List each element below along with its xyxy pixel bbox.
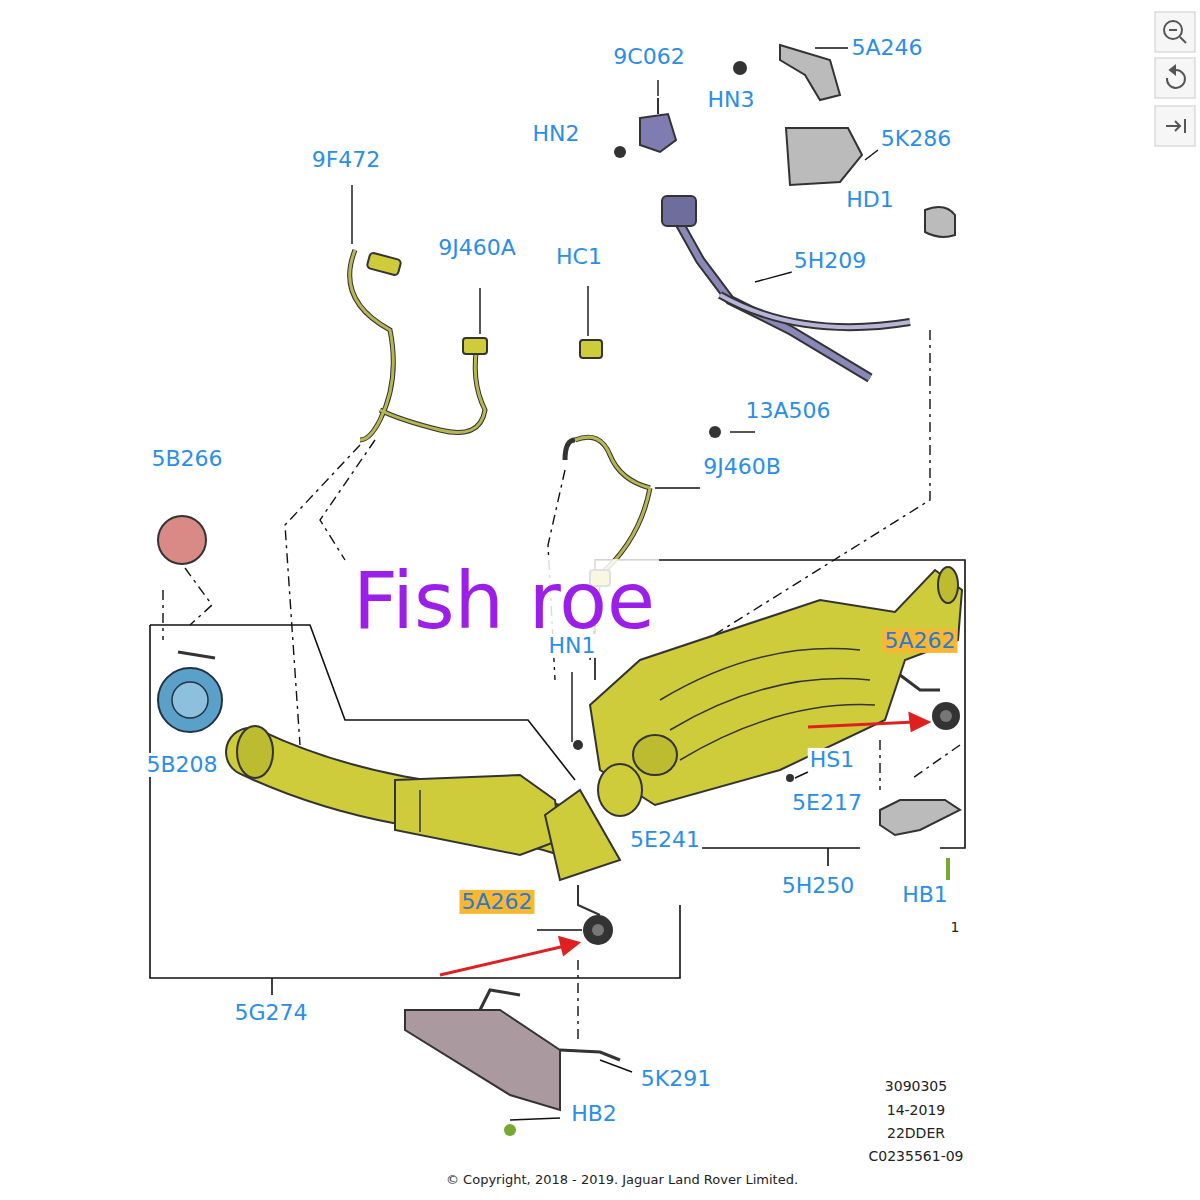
part-number: 5K291 — [639, 1067, 713, 1091]
part-number: HS1 — [808, 748, 857, 772]
part-number: 13A506 — [743, 399, 832, 423]
part-number: HD1 — [844, 188, 895, 212]
part-number: 5G274 — [232, 1001, 309, 1025]
part-number: 5E241 — [628, 828, 702, 852]
part-number: HB1 — [900, 883, 950, 907]
insulator — [578, 675, 960, 945]
drawing-code: 14-2019 — [887, 1103, 946, 1118]
drawing-code: C0235561-09 — [869, 1149, 964, 1164]
highlighted-part-number: 5A262 — [882, 629, 957, 653]
part-number: HN2 — [531, 122, 582, 146]
part-number: HB2 — [569, 1102, 619, 1126]
part-number: 9J460B — [701, 455, 783, 479]
part-number: 5H250 — [780, 874, 857, 898]
part-number: 5A246 — [849, 36, 924, 60]
part-number: HC1 — [554, 245, 604, 269]
part-number: 5H209 — [792, 249, 869, 273]
part-number: HN1 — [547, 634, 598, 658]
part-number: 5E217 — [790, 791, 864, 815]
watermark: Fish roe — [349, 559, 659, 645]
part-number: HN3 — [706, 88, 757, 112]
part-number: 9F472 — [310, 148, 383, 172]
drawing-code: 3090305 — [885, 1079, 947, 1094]
part-number: 5B266 — [149, 447, 224, 471]
highlighted-part-number: 5A262 — [459, 890, 534, 914]
part-number: 9J460A — [436, 236, 518, 260]
part-number: 5B208 — [144, 753, 219, 777]
page-marker: 1 — [951, 920, 960, 935]
drawing-code: 22DDER — [887, 1126, 945, 1141]
part-number: 5K286 — [879, 127, 953, 151]
part-number: 9C062 — [611, 45, 686, 69]
copyright-note: © Copyright, 2018 - 2019. Jaguar Land Ro… — [446, 1173, 798, 1187]
toolbar — [1155, 12, 1195, 146]
front-catalyst — [237, 726, 620, 880]
